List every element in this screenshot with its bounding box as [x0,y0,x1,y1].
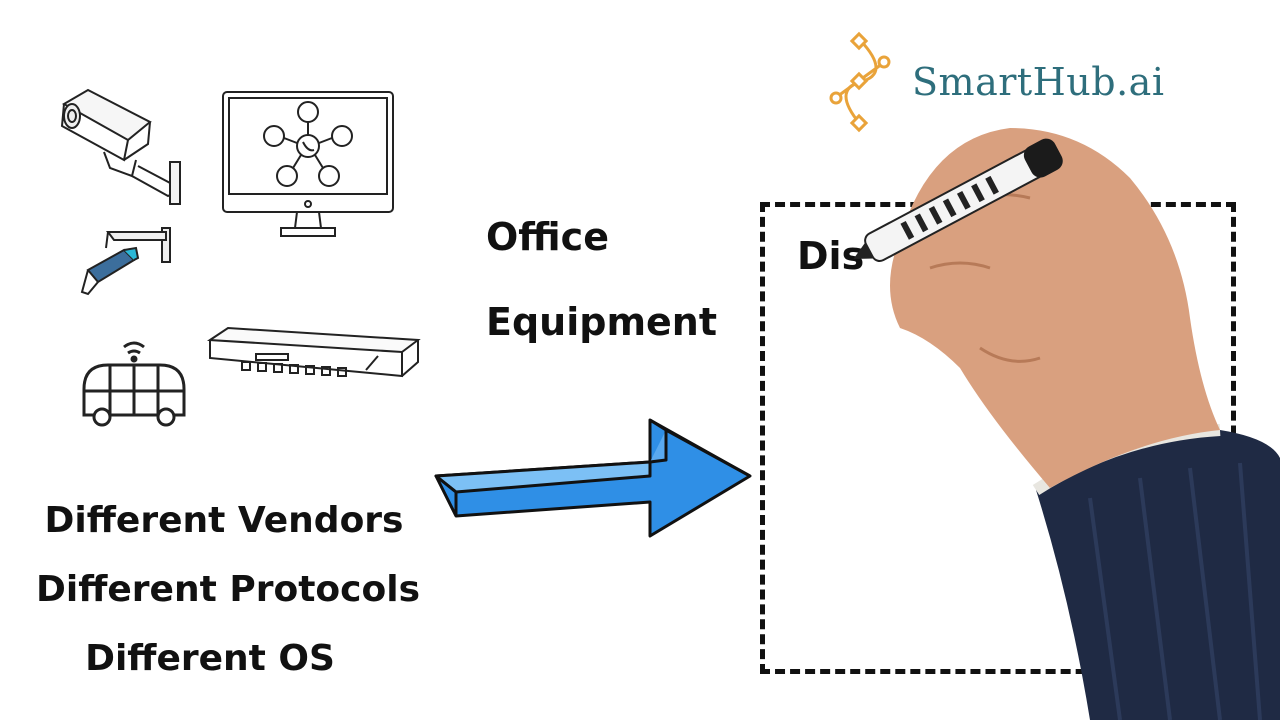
brand-name: SmartHub.ai [912,60,1165,104]
cctv-camera-icon [60,88,181,205]
difference-os: Different OS [85,638,335,679]
difference-protocols: Different Protocols [36,569,420,610]
handheld-scanner-icon [80,227,171,296]
monitor-network-icon [222,91,394,237]
autonomous-bus-icon [82,341,186,427]
network-switch-icon [206,326,421,378]
difference-vendors: Different Vendors [44,500,404,541]
bezier-node-icon [829,31,891,133]
right-arrow-icon [434,418,752,538]
headline-equipment: Equipment [486,300,718,344]
box-partial-text: Dis [797,234,865,278]
hand-with-marker [853,128,1280,720]
headline-office: Office [486,215,609,259]
